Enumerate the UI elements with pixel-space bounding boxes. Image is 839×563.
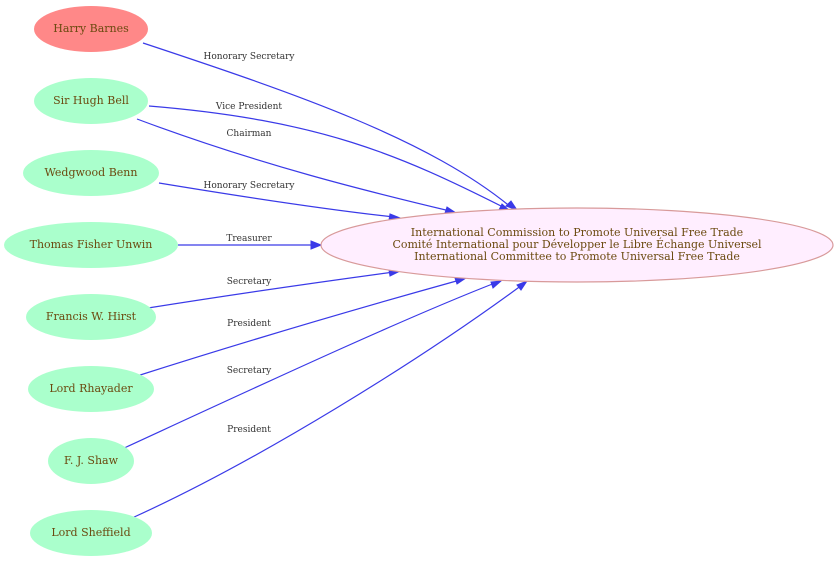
node-lord-rhayader[interactable]: Lord Rhayader [28, 366, 154, 412]
edge-line [136, 118, 451, 212]
node-label: Lord Rhayader [49, 382, 133, 395]
node-wedgwood-benn[interactable]: Wedgwood Benn [23, 150, 159, 196]
node-shape [320, 207, 834, 283]
edge-lord-sheffield: President [131, 279, 529, 519]
node-label: Wedgwood Benn [45, 166, 138, 179]
edge-label: Chairman [227, 129, 272, 139]
edge-wedgwood-benn: Honorary Secretary [158, 181, 402, 221]
nodes: Harry Barnes Sir Hugh Bell Wedgwood Benn… [4, 6, 834, 556]
edge-hugh-bell-chair: Chairman [136, 118, 458, 214]
node-label: F. J. Shaw [64, 454, 119, 467]
edge-line [158, 182, 395, 218]
arrowhead [310, 240, 323, 250]
node-shape [48, 438, 134, 484]
arrowhead [505, 200, 519, 211]
edge-line [131, 284, 523, 519]
node-label: Lord Sheffield [51, 526, 130, 539]
node-francis-w-hirst[interactable]: Francis W. Hirst [26, 294, 156, 340]
edge-line [121, 282, 496, 450]
edge-line [147, 271, 395, 309]
node-shape [23, 150, 159, 196]
edge-francis-hirst: Secretary [147, 269, 402, 309]
edge-line [136, 279, 461, 377]
edges: Honorary Secretary Vice President Chairm… [121, 42, 529, 519]
node-label: Thomas Fisher Unwin [30, 238, 153, 251]
node-organization[interactable]: International Commission to Promote Univ… [320, 207, 834, 283]
node-label: Francis W. Hirst [46, 310, 137, 323]
edge-line [148, 105, 506, 209]
edge-line [142, 42, 513, 209]
node-thomas-fisher-unwin[interactable]: Thomas Fisher Unwin [4, 222, 178, 268]
org-name-line-2: Comité International pour Développer le … [392, 237, 762, 251]
edge-label: Vice President [215, 102, 283, 112]
node-shape [34, 78, 148, 124]
arrowhead [490, 280, 503, 289]
arrowhead [516, 279, 529, 291]
edge-harry-barnes: Honorary Secretary [142, 42, 519, 211]
edge-label: Treasurer [226, 234, 272, 244]
org-name-line-1: International Commission to Promote Univ… [411, 226, 743, 239]
node-shape [28, 366, 154, 412]
node-harry-barnes[interactable]: Harry Barnes [34, 6, 148, 52]
node-label: Harry Barnes [53, 22, 129, 35]
edge-label: Secretary [227, 277, 272, 287]
node-lord-sheffield[interactable]: Lord Sheffield [30, 510, 152, 556]
node-shape [34, 6, 148, 52]
edge-label: Honorary Secretary [204, 181, 296, 191]
node-shape [30, 510, 152, 556]
edge-lord-rhayader: President [136, 277, 468, 377]
edge-label: Secretary [227, 366, 272, 376]
edge-label: Honorary Secretary [204, 52, 296, 62]
node-shape [26, 294, 156, 340]
org-name-line-3: International Committee to Promote Unive… [414, 250, 740, 263]
node-label: Sir Hugh Bell [53, 94, 129, 107]
edge-thomas-fisher-unwin: Treasurer [178, 234, 323, 250]
node-fj-shaw[interactable]: F. J. Shaw [48, 438, 134, 484]
edge-label: President [227, 425, 271, 435]
node-sir-hugh-bell[interactable]: Sir Hugh Bell [34, 78, 148, 124]
edge-fj-shaw: Secretary [121, 280, 503, 450]
edge-label: President [227, 319, 271, 329]
edge-hugh-bell-vp: Vice President [148, 102, 512, 212]
node-shape [4, 222, 178, 268]
